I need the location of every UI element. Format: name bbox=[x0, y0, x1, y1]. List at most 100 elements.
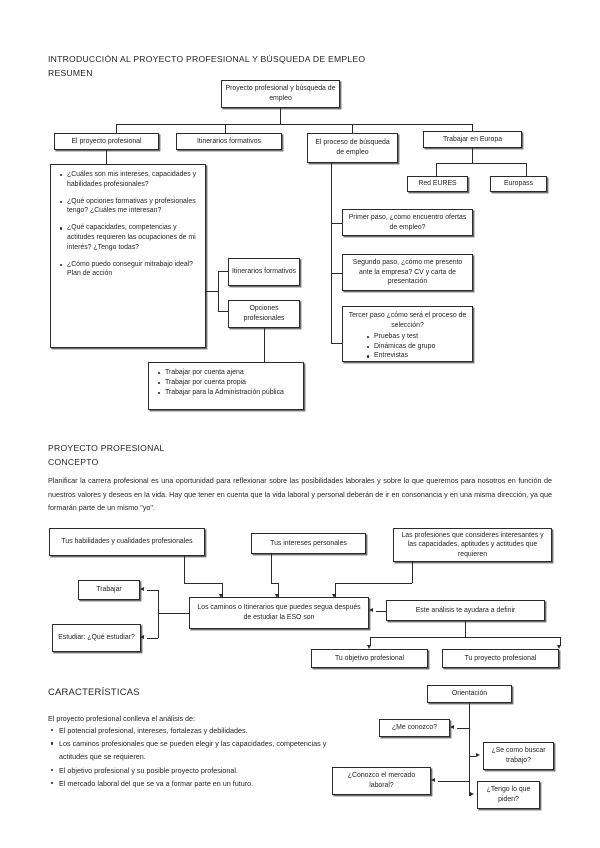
arrow-into-proyecto bbox=[557, 645, 562, 649]
node-red-eures[interactable]: Red EURES bbox=[407, 176, 468, 192]
arrow-into-objetivo bbox=[367, 645, 372, 649]
section2-subtitle: CONCEPTO bbox=[48, 457, 99, 467]
question-item: ¿Qué capacidades, competencias y actitud… bbox=[60, 223, 199, 252]
connector-habilidades-down bbox=[184, 556, 185, 583]
node-orientacion[interactable]: Orientación bbox=[427, 685, 512, 703]
connector-drop-itinerarios bbox=[225, 124, 226, 135]
connector-caminos-left bbox=[158, 613, 189, 614]
arrow-into-trabajar bbox=[140, 587, 144, 592]
arrow-into-me-conozco bbox=[450, 725, 454, 730]
node-itinerarios-formativos-mid[interactable]: Itinerarios formativos bbox=[228, 258, 300, 286]
connector-profesiones-down bbox=[412, 562, 413, 583]
node-estudiar-que-estudiar[interactable]: Estudiar: ¿Qué estudiar? bbox=[52, 624, 141, 652]
node-me-conozco[interactable]: ¿Me conozco? bbox=[379, 719, 450, 737]
arrow-profesiones-into-caminos bbox=[332, 594, 337, 598]
connector-step3 bbox=[331, 343, 342, 344]
connector-root-stem bbox=[280, 108, 281, 125]
characteristic-item: El mercado laboral del que se va a forma… bbox=[51, 777, 338, 790]
node-conozco-mercado-laboral[interactable]: ¿Conozco el mercado laboral? bbox=[332, 767, 431, 795]
characteristic-item: El potencial profesional, intereses, for… bbox=[51, 724, 338, 737]
section1-subtitle: RESUMEN bbox=[48, 68, 93, 78]
question-item: ¿Qué opciones formativas y profesionales… bbox=[60, 197, 199, 216]
connector-orientacion-spine bbox=[469, 703, 470, 795]
node-paso2[interactable]: Segundo paso, ¿cómo me presento ante la … bbox=[342, 254, 473, 291]
section3-bullets: El potencial profesional, intereses, for… bbox=[48, 724, 338, 790]
connector-drop-objetivo bbox=[370, 637, 371, 646]
connector-intereses-across bbox=[271, 583, 278, 584]
arrow-habilidades-into-caminos bbox=[219, 594, 224, 598]
node-europass[interactable]: Europass bbox=[490, 176, 547, 192]
connector-habilidades-arrow-stem bbox=[222, 583, 223, 597]
paso3-item: Dinámicas de grupo bbox=[367, 342, 467, 352]
question-item: ¿Cómo puedo conseguir mitrabajo ideal? P… bbox=[60, 260, 199, 279]
node-proyecto-busqueda-empleo[interactable]: Proyecto profesional y búsqueda de emple… bbox=[221, 80, 340, 108]
connector-intereses-down bbox=[271, 554, 272, 583]
node-tu-proyecto-profesional[interactable]: Tu proyecto profesional bbox=[442, 649, 559, 668]
characteristic-item: El objetivo profesional y su posible pro… bbox=[51, 764, 338, 777]
arrow-intereses-into-caminos bbox=[275, 594, 280, 598]
node-tu-objetivo-profesional[interactable]: Tu objetivo profesional bbox=[311, 649, 428, 668]
arrow-into-se-buscar bbox=[476, 753, 480, 758]
node-itinerarios-formativos-top[interactable]: Itinerarios formativos bbox=[176, 133, 282, 150]
node-este-analisis[interactable]: Este análisis te ayudara a definir bbox=[386, 600, 545, 621]
connector-proceso-spine bbox=[331, 163, 332, 343]
connector-europa-stem bbox=[472, 148, 473, 163]
node-se-como-buscar-trabajo[interactable]: ¿Se como buscar trabajo? bbox=[483, 742, 554, 770]
connector-habilidades-across bbox=[184, 583, 222, 584]
connector-drop-proyecto bbox=[116, 124, 117, 135]
connector-to-itinerarios-mid bbox=[218, 271, 228, 272]
connector-questions-right bbox=[206, 291, 218, 292]
connector-to-se-buscar bbox=[469, 756, 476, 757]
connector-to-trabajar bbox=[147, 590, 158, 591]
connector-europa-bus bbox=[436, 163, 526, 164]
connector-opciones-to-list bbox=[264, 328, 265, 362]
connector-root-bus bbox=[116, 124, 472, 125]
arrow-into-estudiar bbox=[140, 635, 144, 640]
node-tengo-lo-que-piden[interactable]: ¿Tengo lo que piden? bbox=[477, 781, 540, 809]
section3-title: CARACTERÍSTICAS bbox=[48, 686, 140, 697]
paso3-item: Pruebas y test bbox=[367, 332, 467, 342]
node-habilidades-cualidades[interactable]: Tus habilidades y cualidades profesional… bbox=[49, 528, 205, 556]
connector-intereses-arrow-stem bbox=[278, 583, 279, 597]
connector-step2 bbox=[331, 273, 342, 274]
node-caminos-itinerarios[interactable]: Los caminos o Itinerarios que puedes seg… bbox=[189, 597, 369, 629]
connector-profesiones-across bbox=[335, 583, 412, 584]
connector-drop-proyecto2 bbox=[560, 637, 561, 646]
node-el-proyecto-profesional[interactable]: El proyecto profesional bbox=[54, 133, 159, 150]
connector-to-conozco-mercado bbox=[438, 781, 469, 782]
opciones-list-item: Trabajar por cuenta ajena bbox=[158, 368, 297, 378]
characteristic-item: Los caminos profesionales que se pueden … bbox=[51, 737, 338, 763]
connector-analisis-to-caminos bbox=[376, 611, 386, 612]
node-proyecto-questions[interactable]: ¿Cuáles son mis intereses, capacidades y… bbox=[50, 164, 206, 348]
arrow-into-tengo-piden bbox=[470, 792, 474, 797]
node-profesiones-consideres[interactable]: Las profesiones que consideres interesan… bbox=[393, 528, 552, 562]
arrow-into-caminos-right bbox=[369, 608, 373, 613]
connector-drop-europa bbox=[472, 124, 473, 135]
node-intereses-personales[interactable]: Tus intereses personales bbox=[251, 533, 366, 554]
node-trabajar[interactable]: Trabajar bbox=[78, 580, 140, 600]
paso3-title: Tercer paso ¿cómo será el proceso de sel… bbox=[348, 312, 467, 329]
connector-to-estudiar bbox=[147, 638, 158, 639]
connector-analisis-stem bbox=[465, 621, 466, 637]
node-trabajar-europa[interactable]: Trabajar en Europa bbox=[423, 131, 522, 148]
section1-title: INTRODUCCIÓN AL PROYECTO PROFESIONAL Y B… bbox=[48, 54, 366, 64]
connector-drop-eures bbox=[436, 163, 437, 176]
node-paso3[interactable]: Tercer paso ¿cómo será el proceso de sel… bbox=[342, 306, 473, 362]
arrow-into-conozco-mercado bbox=[431, 778, 435, 783]
connector-drop-europass bbox=[526, 163, 527, 176]
connector-analisis-bus bbox=[370, 637, 560, 638]
node-opciones-list[interactable]: Trabajar por cuenta ajena Trabajar por c… bbox=[148, 362, 304, 410]
node-proceso-busqueda-empleo[interactable]: El proceso de búsqueda de empleo bbox=[307, 133, 398, 163]
connector-proyecto-to-questions bbox=[106, 150, 107, 164]
section2-title: PROYECTO PROFESIONAL bbox=[48, 443, 165, 453]
connector-drop-proceso bbox=[352, 124, 353, 134]
section2-paragraph: Planificar la carrera profesional es una… bbox=[48, 476, 552, 512]
node-paso1[interactable]: Primer paso, ¿como encuentro ofertas de … bbox=[342, 209, 473, 236]
connector-to-me-conozco bbox=[457, 728, 469, 729]
node-opciones-profesionales[interactable]: Opciones profesionales bbox=[228, 300, 300, 328]
opciones-list-item: Trabajar por cuenta propia bbox=[158, 378, 297, 388]
connector-step1 bbox=[331, 223, 342, 224]
opciones-list-item: Trabajar para la Administración pública bbox=[158, 388, 297, 398]
paso3-item: Entrevistas bbox=[367, 351, 467, 361]
section3-lead: El proyecto profesional conlleva el anál… bbox=[48, 714, 196, 723]
